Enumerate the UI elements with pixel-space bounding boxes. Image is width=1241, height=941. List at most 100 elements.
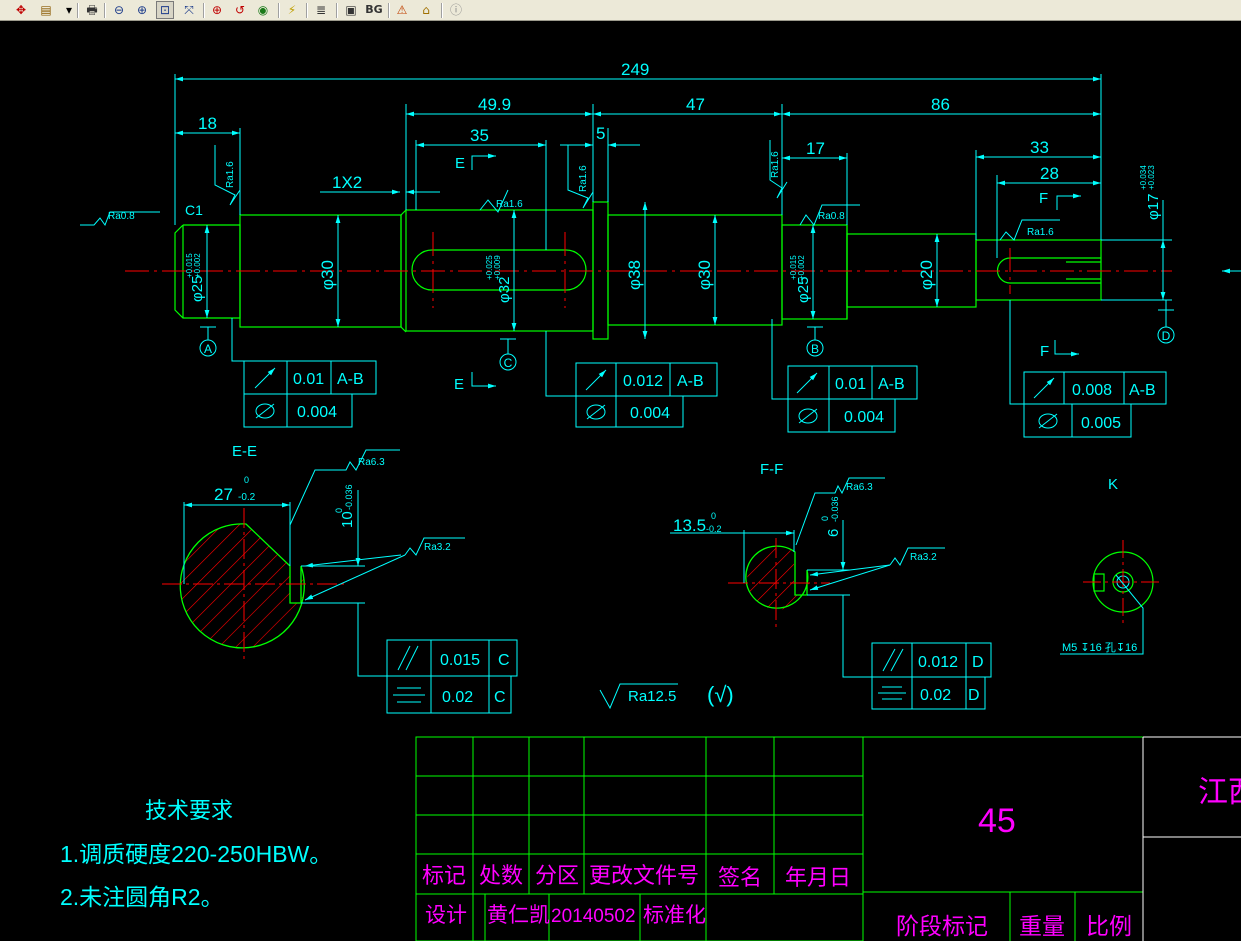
tb-scale: 比例 <box>1086 913 1132 939</box>
screen-icon[interactable]: ▣ <box>345 3 357 17</box>
section-ff-width: 13.5 <box>673 516 706 535</box>
tol-dia25-a-upper: +0.015 <box>185 253 194 278</box>
view-eye-icon[interactable]: ◉ <box>257 3 269 17</box>
fcf-b-ref: A-B <box>878 376 905 393</box>
section-marks <box>471 153 1081 389</box>
dim-overall-length: 249 <box>621 60 649 79</box>
title-block-material: 45 <box>978 802 1016 840</box>
measure-icon[interactable]: ⚡ <box>287 3 297 17</box>
fcf-d-cyl: 0.005 <box>1081 415 1121 432</box>
fcf-ff-sym-ref: D <box>968 687 980 704</box>
fcf-c-runout: 0.012 <box>623 373 663 390</box>
tol-dia32-upper: +0.025 <box>485 255 494 280</box>
dropdown-arrow-icon[interactable]: ▾ <box>65 3 73 17</box>
dim-86: 86 <box>931 95 950 114</box>
general-roughness: Ra12.5 (√) <box>599 682 734 710</box>
section-ee-key-tol-top: 0 <box>334 508 344 513</box>
zoom-in-icon[interactable]: ⊕ <box>136 3 148 17</box>
toolbar: ✥ ▤ ▾ 🖶 ⊖ ⊕ ⊡ ⤧ ⊕ ↺ ◉ ⚡ ≣ ▣ BG ⚠ ⌂ ⓘ <box>0 0 1241 21</box>
notes-heading: 技术要求 <box>145 798 233 823</box>
fcf-ee-sym: 0.02 <box>442 689 473 706</box>
warning-icon[interactable]: ⚠ <box>396 3 408 17</box>
dim-chamfer-1x2: 1X2 <box>332 173 362 192</box>
dim-33: 33 <box>1030 138 1049 157</box>
toolbar-separator <box>278 3 280 18</box>
fcf-b-cyl: 0.004 <box>844 409 884 426</box>
print-icon[interactable]: 🖶 <box>86 3 98 17</box>
dim-28: 28 <box>1040 164 1059 183</box>
section-ee-ra63: Ra6.3 <box>358 457 385 468</box>
dim-dia32: φ32 <box>496 277 513 303</box>
zoom-window-icon[interactable]: ⊡ <box>156 1 174 19</box>
section-mark-labels: E E F F <box>454 155 1049 393</box>
dim-47: 47 <box>686 95 705 114</box>
zoom-center-icon[interactable]: ⊕ <box>211 3 223 17</box>
dim-dia20: φ20 <box>917 260 936 290</box>
toolbar-separator <box>77 3 79 18</box>
title-block: 45 江西 标记 处数 分区 更改文件号 签名 年月日 设计 黄仁凯 20140… <box>415 736 1241 941</box>
tb-design-label: 设计 <box>425 904 467 927</box>
dim-chamfer-c1: C1 <box>185 202 203 218</box>
home-icon[interactable]: ⌂ <box>422 3 430 17</box>
title-block-bottom-row: 阶段标记 重量 比例 <box>896 913 1132 939</box>
info-icon[interactable]: ⓘ <box>449 3 462 17</box>
section-ee-width: 27 <box>214 485 233 504</box>
toolbar-separator <box>306 3 308 18</box>
fcf-ff-sym: 0.02 <box>920 687 951 704</box>
shaft-centerline <box>125 232 1172 308</box>
toolbar-separator <box>336 3 338 18</box>
dim-35: 35 <box>470 126 489 145</box>
tol-dia17-upper: +0.034 <box>1139 165 1148 190</box>
roughness-ra16-mid: Ra1.6 <box>578 165 589 192</box>
roughness-ra16-end: Ra1.6 <box>1027 227 1054 238</box>
datum-b-label: B <box>811 342 819 356</box>
dimension-lines <box>174 74 1241 339</box>
dim-dia38: φ38 <box>625 260 644 290</box>
roughness-ra16-key: Ra1.6 <box>496 199 523 210</box>
section-mark-f-top: F <box>1039 190 1048 207</box>
dim-dia25-b: φ25 <box>795 277 812 303</box>
section-mark-f-bottom: F <box>1040 343 1049 360</box>
section-ee-ra32: Ra3.2 <box>424 542 451 553</box>
dim-5: 5 <box>596 124 605 143</box>
tb-header-fenqu: 分区 <box>535 863 579 888</box>
tol-dia25-a-lower: +0.002 <box>193 253 202 278</box>
zoom-previous-icon[interactable]: ↺ <box>234 3 246 17</box>
zoom-dynamic-icon[interactable]: ⤧ <box>184 3 194 17</box>
cad-drawing-canvas[interactable]: 249 18 49.9 47 86 35 5 17 33 28 1X2 C1 φ… <box>0 21 1241 941</box>
tb-header-change-doc: 更改文件号 <box>589 863 699 888</box>
dim-dia17: φ17 <box>1145 194 1162 220</box>
layers-icon[interactable]: ≣ <box>315 3 327 17</box>
section-ff-width-tol-top: 0 <box>711 511 716 521</box>
datum-labels: A C B D <box>204 329 1171 370</box>
dim-dia30-a: φ30 <box>318 260 337 290</box>
general-roughness-suffix: (√) <box>707 682 734 707</box>
roughness-ra16-right: Ra1.6 <box>770 151 781 178</box>
dim-dia25-a: φ25 <box>189 276 206 302</box>
section-ff-key-tol-top: 0 <box>820 516 830 521</box>
fcf-ff-parallel: 0.012 <box>918 654 958 671</box>
section-ff-title: F-F <box>760 461 783 478</box>
datum-a-label: A <box>204 342 212 356</box>
zoom-out-icon[interactable]: ⊖ <box>113 3 125 17</box>
layer-icon[interactable]: ▤ <box>40 3 52 17</box>
fcf-a-ref: A-B <box>337 371 364 388</box>
title-block-company: 江西 <box>1198 776 1241 809</box>
fcf-ff-parallel-ref: D <box>972 654 984 671</box>
section-ee: E-E 27 0 -0.2 10 0 -0.036 Ra6.3 Ra3.2 <box>162 443 465 660</box>
tb-header-biaoji: 标记 <box>422 863 466 888</box>
section-ee-width-tol-bottom: -0.2 <box>238 492 256 503</box>
section-ee-key: 10 <box>339 511 356 528</box>
tolerance-texts: +0.015 +0.002 +0.025 +0.009 +0.015 +0.00… <box>185 165 1156 280</box>
fcf-b-runout: 0.01 <box>835 376 866 393</box>
fcf-d-runout: 0.008 <box>1072 382 1112 399</box>
pan-icon[interactable]: ✥ <box>15 3 27 17</box>
background-button[interactable]: BG <box>365 3 383 16</box>
roughness-symbols <box>80 140 1060 241</box>
notes-line1: 1.调质硬度220-250HBW。 <box>60 841 332 867</box>
section-ff-key: 6 <box>825 529 842 537</box>
roughness-ra08-right: Ra0.8 <box>818 211 845 222</box>
title-block-design-row: 设计 黄仁凯 20140502 标准化 <box>425 904 706 927</box>
section-ff-key-tol: -0.036 <box>830 496 840 522</box>
tol-dia32-lower: +0.009 <box>493 255 502 280</box>
